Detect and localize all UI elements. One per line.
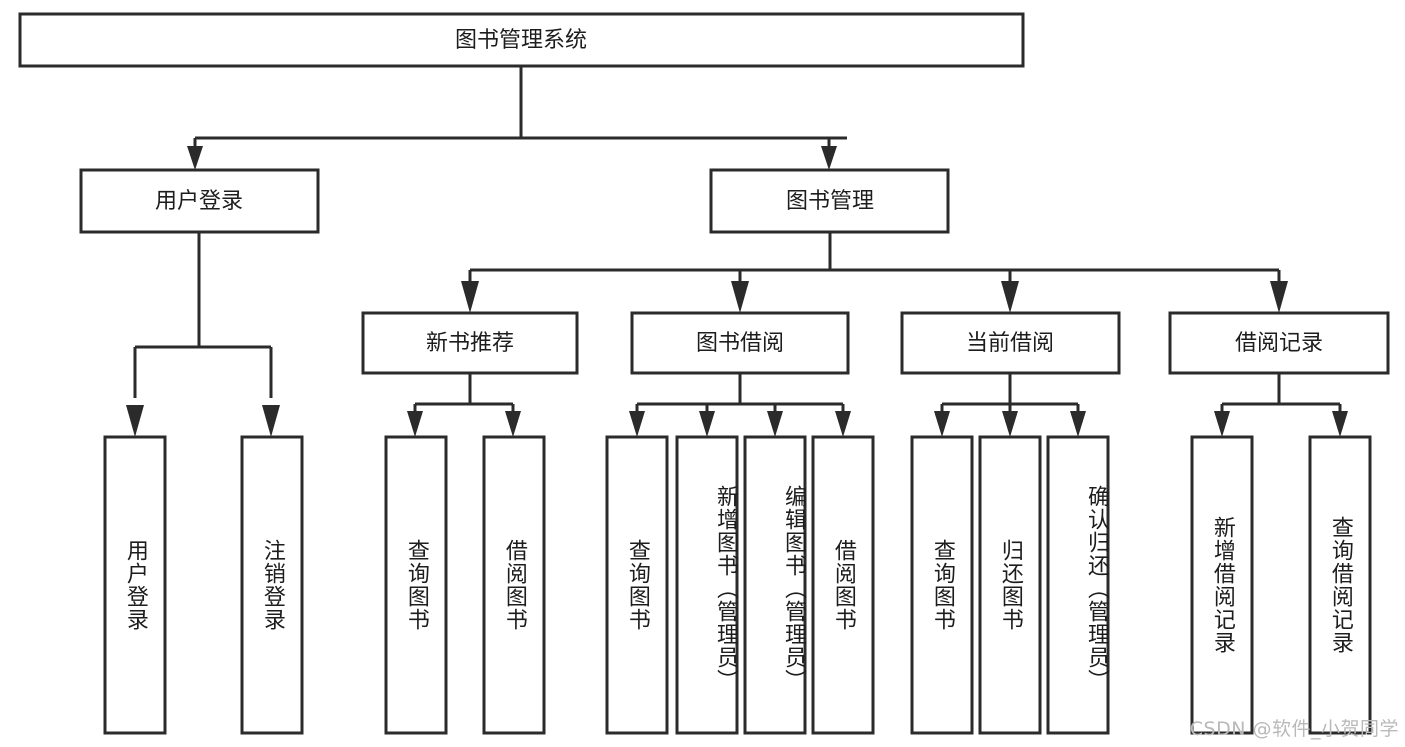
leaf-box-user-login[interactable] — [103, 435, 167, 735]
connector-book-management-to-level3 — [461, 232, 1288, 313]
node-user-login-label: 用户登录 — [155, 189, 243, 214]
arrow-head-icon — [1214, 411, 1230, 437]
leaf-box-borrow-borrow-book[interactable] — [811, 435, 875, 735]
node-book-management-label: 图书管理 — [786, 189, 874, 214]
arrow-head-icon — [1270, 281, 1288, 313]
leaf-box-current-confirm-return[interactable] — [1046, 435, 1110, 735]
leaf-box-current-return-book[interactable] — [978, 435, 1042, 735]
arrow-head-icon — [629, 411, 645, 437]
node-new-book-recommend-label: 新书推荐 — [426, 331, 514, 356]
node-root-label: 图书管理系统 — [455, 28, 587, 53]
leaf-box-current-query-book[interactable] — [910, 435, 974, 735]
leaf-box-records-query[interactable] — [1308, 435, 1372, 735]
watermark: CSDN @软件_小贺同学 — [1189, 718, 1399, 740]
leaf-box-logout[interactable] — [240, 435, 304, 735]
node-current-borrow-label: 当前借阅 — [966, 331, 1054, 356]
connector-new-book-to-leaves — [407, 373, 521, 437]
node-book-borrow[interactable]: 图书借阅 — [630, 311, 850, 375]
arrow-head-icon — [126, 405, 144, 437]
arrow-head-icon — [699, 411, 715, 437]
node-borrow-records-label: 借阅记录 — [1235, 331, 1323, 356]
arrow-head-icon — [1070, 411, 1086, 437]
arrow-head-icon — [1002, 411, 1018, 437]
connector-root-to-level2 — [187, 66, 847, 170]
leaf-box-recommend-query-book[interactable] — [384, 435, 448, 735]
connector-user-login-to-leaves — [126, 232, 280, 437]
arrow-head-icon — [835, 411, 851, 437]
node-book-borrow-label: 图书借阅 — [696, 331, 784, 356]
arrow-head-icon — [767, 411, 783, 437]
connector-book-borrow-to-leaves — [629, 373, 851, 437]
connector-borrow-records-to-leaves — [1214, 373, 1348, 437]
node-user-login[interactable]: 用户登录 — [79, 168, 320, 234]
leaf-box-borrow-query-book[interactable] — [605, 435, 669, 735]
arrow-head-icon — [407, 411, 423, 437]
arrow-head-icon — [934, 411, 950, 437]
arrow-head-icon — [1001, 281, 1019, 313]
arrow-head-icon — [262, 405, 280, 437]
leaf-box-records-add[interactable] — [1190, 435, 1254, 735]
node-book-management[interactable]: 图书管理 — [709, 168, 950, 234]
node-borrow-records[interactable]: 借阅记录 — [1168, 311, 1390, 375]
arrow-head-icon — [187, 146, 203, 170]
leaf-box-recommend-borrow-book[interactable] — [482, 435, 546, 735]
leaf-box-borrow-edit-book[interactable] — [743, 435, 807, 735]
node-root[interactable]: 图书管理系统 — [18, 12, 1025, 68]
leaf-box-borrow-add-book[interactable] — [675, 435, 739, 735]
arrow-head-icon — [821, 146, 837, 170]
connector-current-borrow-to-leaves — [934, 373, 1086, 437]
node-new-book-recommend[interactable]: 新书推荐 — [361, 311, 579, 375]
node-current-borrow[interactable]: 当前借阅 — [900, 311, 1121, 375]
arrow-head-icon — [461, 281, 479, 313]
arrow-head-icon — [505, 411, 521, 437]
arrow-head-icon — [1332, 411, 1348, 437]
arrow-head-icon — [731, 281, 749, 313]
